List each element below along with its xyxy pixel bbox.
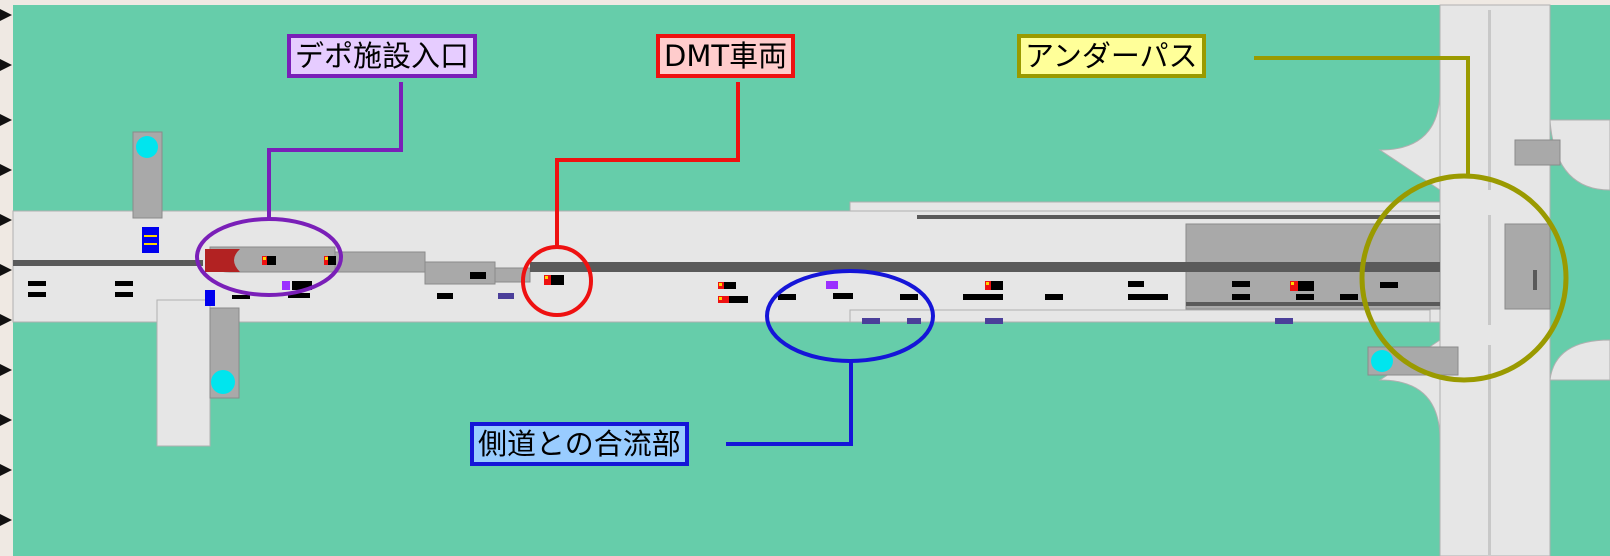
gray-block-ne [1514, 139, 1561, 166]
cross-road-center-line [1488, 215, 1491, 325]
margin-arrow-icon [0, 114, 12, 126]
vehicle-icon [1340, 294, 1358, 300]
dmt-vehicle-icon [1290, 281, 1314, 291]
vehicle-icon [1380, 282, 1398, 288]
vehicle-icon [833, 293, 853, 299]
lane-line-lower [1186, 302, 1440, 306]
depot-lane [334, 251, 426, 273]
bus-icon [985, 318, 1003, 324]
depot-leader-line [267, 82, 403, 219]
vehicle-icon [1045, 294, 1063, 300]
underpass-leader-line [1254, 56, 1470, 176]
dmt-vehicle-front [985, 281, 991, 290]
underpass-curve-top [1378, 89, 1441, 191]
signal-light-south [211, 370, 235, 394]
side-road-south [156, 299, 211, 447]
callout-side-road-merge: 側道との合流部 [470, 422, 689, 466]
vehicle-icon [282, 281, 290, 290]
margin-arrow-icon [0, 414, 12, 426]
lane-divider-west [13, 260, 203, 266]
vehicle-icon [232, 295, 250, 299]
margin-arrow-icon [0, 164, 12, 176]
cross-road-center-line-north [1488, 10, 1491, 190]
dmt-vehicle-front [1290, 281, 1298, 291]
vehicle-icon [28, 292, 46, 297]
vehicle-icon [288, 293, 310, 298]
bus-icon [498, 293, 514, 299]
side-road-segment [849, 309, 1431, 323]
margin-marker-icons [0, 9, 12, 526]
cross-road-center-line-south [1488, 345, 1491, 555]
signal-light-east [1371, 350, 1393, 372]
lane-line-upper [917, 215, 1440, 219]
dmt-vehicle-light [263, 257, 266, 260]
margin-arrow-icon [0, 214, 12, 226]
dmt-vehicle-front [262, 256, 267, 265]
vehicle-icon [1296, 294, 1314, 300]
dmt-vehicle-icon [985, 281, 1003, 290]
lane-divider-main [530, 262, 1440, 272]
dmt-vehicle-icon [544, 275, 564, 285]
callout-underpass: アンダーパス [1017, 34, 1206, 78]
margin-arrow-icon [0, 364, 12, 376]
margin-arrow-icon [0, 59, 12, 71]
underpass-highlight [1359, 173, 1569, 383]
vehicle-icon [1232, 281, 1250, 287]
depot-train-car [205, 249, 240, 272]
vehicle-icon [115, 281, 133, 286]
crosswalk-signal-box-2 [205, 290, 215, 306]
vehicle-icon [1128, 281, 1144, 287]
vehicle-icon [963, 294, 1003, 300]
dmt-vehicle-light [986, 282, 989, 285]
dmt-vehicle-light [545, 276, 548, 279]
dmt-vehicle-light [719, 283, 722, 286]
margin-arrow-icon [0, 514, 12, 526]
bus-icon [907, 318, 921, 324]
dmt-vehicle-front [718, 296, 729, 303]
crosswalk-signal-box [142, 227, 159, 253]
dmt-vehicle-icon [718, 296, 748, 303]
margin-arrow-icon [0, 464, 12, 476]
vehicle-icon [28, 281, 46, 286]
vehicle-icon [470, 272, 486, 279]
signal-light-north [136, 136, 158, 158]
crosswalk-stripe [144, 243, 157, 245]
callout-depot-entrance: デポ施設入口 [287, 34, 478, 78]
merge-leader-line [726, 361, 853, 446]
underpass-right-block [1504, 223, 1551, 310]
vehicle-icon [1232, 294, 1250, 300]
vehicle-icon [115, 292, 133, 297]
vehicle-icon [437, 293, 453, 299]
dmt-vehicle-light [325, 257, 328, 260]
vehicle-icon [292, 281, 312, 290]
crosswalk-stripe [144, 235, 157, 237]
vehicle-icon [900, 294, 918, 300]
dmt-leader-line [555, 82, 740, 247]
dmt-vehicle-front [544, 275, 551, 285]
road-widening [849, 201, 1451, 212]
dmt-vehicle-icon [324, 256, 336, 265]
margin-arrow-icon [0, 314, 12, 326]
dmt-vehicle-front [324, 256, 328, 265]
vehicle-icon [1128, 294, 1168, 300]
lane-mark-east [1533, 270, 1537, 290]
margin-arrow-icon [0, 264, 12, 276]
bus-icon [862, 318, 880, 324]
dmt-vehicle-icon [718, 282, 736, 289]
callout-dmt-vehicle: DMT車両 [656, 34, 796, 78]
dmt-vehicle-light [719, 297, 722, 300]
bus-icon [1275, 318, 1293, 324]
vehicle-icon [826, 281, 838, 289]
margin-arrow-icon [0, 9, 12, 21]
vehicle-icon [778, 294, 796, 300]
vehicles-layer [28, 256, 1398, 324]
dmt-vehicle-light [1291, 282, 1294, 285]
dmt-vehicle-icon [262, 256, 276, 265]
